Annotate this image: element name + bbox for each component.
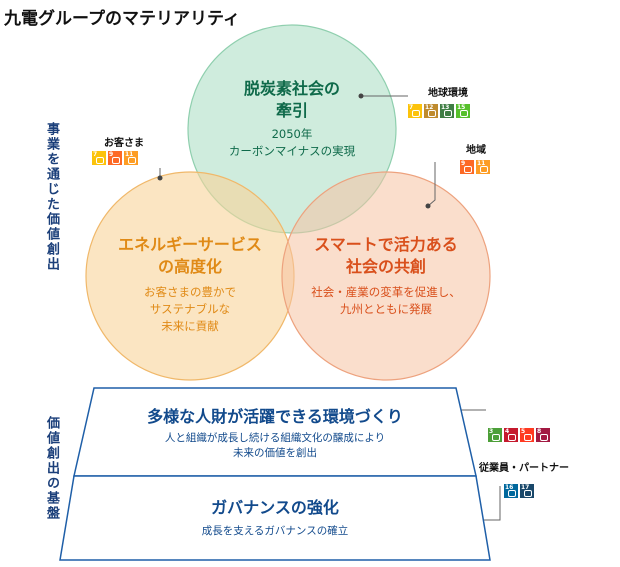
circle-top-sub-1: 2050年 — [271, 127, 313, 141]
sdg-number: 11 — [477, 160, 486, 167]
sdg-9-icon: 9 — [108, 151, 122, 165]
tag-region: 地域 — [466, 145, 486, 156]
foundation-upper-sub-2: 未来の価値を創出 — [233, 447, 317, 459]
sdg-7-icon: 7 — [92, 151, 106, 165]
sdg-glyph-icon — [508, 434, 516, 441]
circle-left-sub-3: 未来に貢献 — [161, 319, 219, 333]
circle-left-text: エネルギーサービス の高度化 お客さまの豊かで サステナブルな 未来に貢献 — [100, 234, 280, 335]
sdg-9-icon: 9 — [460, 160, 474, 174]
sdg-glyph-icon — [412, 110, 420, 117]
sdg-15-icon: 15 — [456, 104, 470, 118]
sdg-number: 16 — [505, 484, 514, 491]
circle-right-sub-2: 九州とともに発展 — [340, 302, 432, 316]
foundation-lower — [59, 475, 491, 561]
sdg-glyph-icon — [96, 157, 104, 164]
sdg-glyph-icon — [480, 166, 488, 173]
sdg-number: 17 — [521, 484, 530, 491]
sdg-13-icon: 13 — [440, 104, 454, 118]
sdg-number: 8 — [537, 428, 542, 435]
sdg-glyph-icon — [508, 490, 516, 497]
circle-left-sub-2: サステナブルな — [149, 302, 231, 316]
sdg-17-icon: 17 — [520, 484, 534, 498]
sdg-number: 12 — [425, 104, 434, 111]
sdg-number: 15 — [457, 104, 466, 111]
sdg-number: 9 — [109, 151, 114, 158]
circle-left-sub-1: お客さまの豊かで — [144, 285, 236, 299]
connector-dot-region — [425, 203, 431, 209]
circle-top-title-2: 牽引 — [275, 101, 308, 120]
sdg-number: 9 — [461, 160, 466, 167]
circle-top-sub-2: カーボンマイナスの実現 — [228, 144, 356, 158]
tag-global-environment: 地球環境 — [428, 88, 468, 99]
sdg-glyph-icon — [460, 110, 468, 117]
sdg-glyph-icon — [492, 434, 500, 441]
sdg-12-icon: 12 — [424, 104, 438, 118]
sdg-number: 13 — [441, 104, 450, 111]
sdg-number: 5 — [521, 428, 526, 435]
sdg-number: 7 — [409, 104, 414, 111]
sdg-16-icon: 16 — [504, 484, 518, 498]
sdg-glyph-icon — [540, 434, 548, 441]
sdg-glyph-icon — [112, 157, 120, 164]
sdg-8-icon: 8 — [536, 428, 550, 442]
sdg-glyph-icon — [464, 166, 472, 173]
circle-right-text: スマートで活力ある 社会の共創 社会・産業の変革を促進し、 九州とともに発展 — [292, 234, 480, 318]
page-title: 九電グループのマテリアリティ — [4, 9, 240, 29]
sdg-4-icon: 4 — [504, 428, 518, 442]
foundation-lower-title: ガバナンスの強化 — [211, 498, 339, 517]
circle-top-title-1: 脱炭素社会の — [243, 79, 340, 98]
sdg-number: 4 — [505, 428, 510, 435]
circle-right-title-1: スマートで活力ある — [314, 235, 458, 254]
sdg-glyph-icon — [128, 157, 136, 164]
sdg-glyph-icon — [444, 110, 452, 117]
foundation-upper-text: 多様な人財が活躍できる環境づくり 人と組織が成長し続ける組織文化の醸成により 未… — [110, 403, 440, 461]
foundation-lower-text: ガバナンスの強化 成長を支えるガバナンスの確立 — [110, 494, 440, 539]
circle-left-title-1: エネルギーサービス — [118, 235, 262, 254]
foundation-upper-sub-1: 人と組織が成長し続ける組織文化の醸成により — [164, 432, 386, 444]
circle-right-sub-1: 社会・産業の変革を促進し、 — [311, 285, 461, 299]
side-label-value-creation: 事業を通じた価値創出 — [44, 122, 59, 272]
sdg-number: 7 — [93, 151, 98, 158]
circle-left-title-2: の高度化 — [157, 257, 222, 276]
foundation-upper-title: 多様な人財が活躍できる環境づくり — [147, 407, 403, 426]
circle-right-title-2: 社会の共創 — [345, 257, 426, 276]
sdg-number: 3 — [489, 428, 494, 435]
sdg-11-icon: 11 — [476, 160, 490, 174]
connector-dot-global-env — [358, 93, 364, 99]
sdg-number: 11 — [125, 151, 134, 158]
sdg-glyph-icon — [524, 434, 532, 441]
foundation-lower-sub: 成長を支えるガバナンスの確立 — [201, 525, 349, 537]
sdg-5-icon: 5 — [520, 428, 534, 442]
tag-employees-partners: 従業員・パートナー — [479, 463, 569, 474]
connector-dot-customers — [157, 175, 163, 181]
circle-smart-society — [281, 171, 491, 381]
sdg-7-icon: 7 — [408, 104, 422, 118]
sdg-11-icon: 11 — [124, 151, 138, 165]
tag-customers: お客さま — [104, 138, 144, 149]
sdg-3-icon: 3 — [488, 428, 502, 442]
side-label-foundation: 価値創出の基盤 — [44, 416, 59, 521]
connector-region — [427, 162, 436, 207]
sdg-glyph-icon — [524, 490, 532, 497]
circle-top-text: 脱炭素社会の 牽引 2050年 カーボンマイナスの実現 — [212, 78, 372, 160]
sdg-glyph-icon — [428, 110, 436, 117]
